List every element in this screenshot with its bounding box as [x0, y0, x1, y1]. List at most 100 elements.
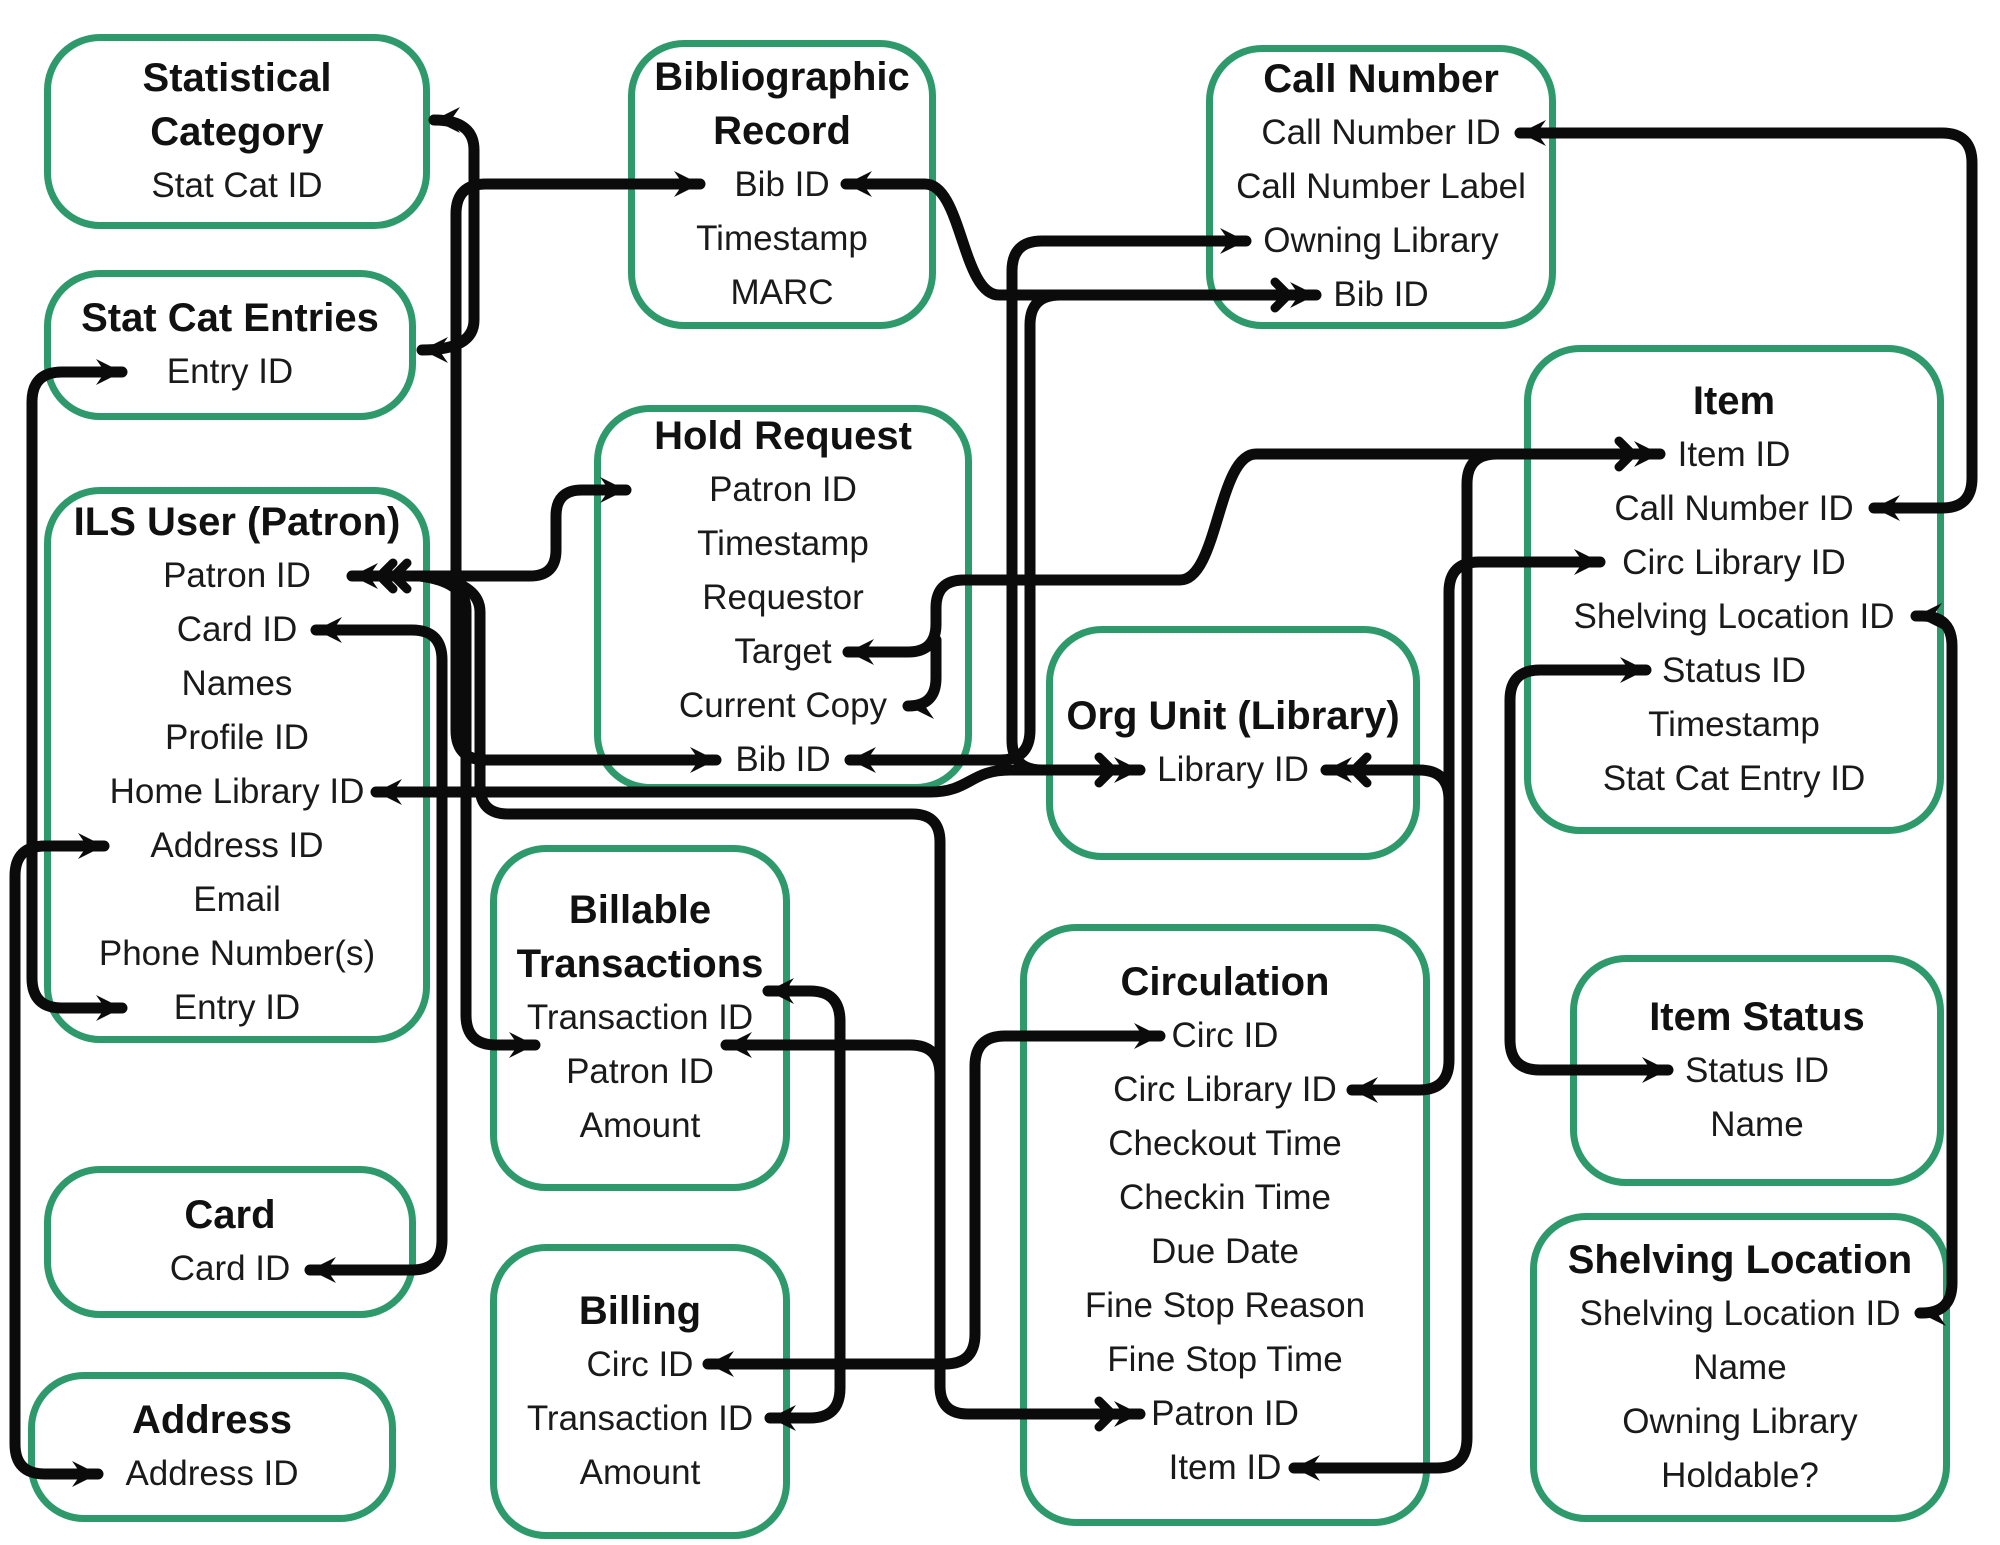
field-label: Status ID: [1662, 650, 1806, 690]
entity-fields: Circ ID Transaction ID Amount: [527, 1338, 753, 1500]
entity-shelving-location: Shelving Location Shelving Location ID Na…: [1530, 1213, 1950, 1522]
entity-title: Hold Request: [654, 414, 912, 458]
entity-title: Card: [184, 1193, 276, 1237]
entity-title: Org Unit (Library): [1066, 694, 1400, 738]
field-label: Home Library ID: [109, 772, 365, 811]
field-label: Checkin Time: [1118, 1178, 1331, 1217]
entity-title: ILS User (Patron): [73, 500, 401, 544]
entity-title: Statistical Category: [142, 55, 332, 154]
field-label: Item ID: [1168, 1448, 1282, 1487]
field-label: Transaction ID: [526, 1398, 754, 1438]
entity-title: Billing: [578, 1288, 702, 1333]
field-label: Current Copy: [678, 686, 888, 725]
field-label: Patron ID: [1151, 1394, 1299, 1433]
field-label: Phone Number(s): [98, 934, 376, 973]
entity-fields: Card ID: [170, 1242, 291, 1296]
field-label: Call Number ID: [1261, 113, 1501, 152]
entity-billing: Billing Circ ID Transaction ID Amount: [490, 1244, 790, 1539]
field-label: Fine Stop Reason: [1084, 1286, 1366, 1325]
field-label: Due Date: [1151, 1232, 1299, 1271]
field-label: Bib ID: [1333, 275, 1429, 314]
field-label: Shelving Location ID: [1579, 1293, 1901, 1333]
field-label: Patron ID: [163, 556, 311, 595]
field-label: Patron ID: [566, 1052, 714, 1091]
entity-title: Stat Cat Entries: [81, 296, 379, 340]
entity-title: Circulation: [1120, 960, 1330, 1004]
field-label: Fine Stop Time: [1107, 1340, 1343, 1379]
field-label: Entry ID: [173, 988, 301, 1027]
field-label: Address ID: [125, 1454, 299, 1493]
entity-title: Call Number: [1263, 57, 1499, 101]
field-label: Circ Library ID: [1622, 542, 1846, 582]
entity-fields: Entry ID: [167, 345, 293, 399]
field-label: Stat Cat ID: [151, 165, 323, 205]
field-label: Library ID: [1157, 750, 1309, 789]
field-label: Stat Cat Entry ID: [1602, 758, 1866, 798]
field-label: Amount: [579, 1452, 701, 1492]
field-label: Call Number ID: [1614, 488, 1854, 528]
entity-item-status: Item Status Status ID Name: [1570, 955, 1944, 1186]
field-label: Entry ID: [166, 352, 294, 391]
entity-fields: Item ID Call Number ID Circ Library ID Shel…: [1573, 428, 1894, 806]
field-label: Circ ID: [586, 1344, 694, 1384]
field-label: Requestor: [702, 578, 864, 617]
entity-fields: Library ID: [1157, 743, 1309, 797]
entity-title: Shelving Location: [1567, 1237, 1913, 1282]
field-label: Circ ID: [1171, 1016, 1279, 1055]
field-label: Name: [1710, 1104, 1804, 1144]
field-label: Item ID: [1677, 434, 1791, 474]
entity-title: Address: [131, 1398, 293, 1442]
entity-card: Card Card ID: [44, 1166, 416, 1318]
field-label: Timestamp: [697, 524, 869, 563]
entity-statistical-category: Statistical Category Stat Cat ID: [44, 34, 430, 229]
entity-item: Item Item ID Call Number ID Circ Library I…: [1524, 345, 1944, 834]
field-label: Checkout Time: [1108, 1124, 1342, 1163]
entity-org-unit: Org Unit (Library) Library ID: [1046, 626, 1420, 860]
field-label: Circ Library ID: [1113, 1070, 1337, 1109]
field-label: Profile ID: [165, 718, 309, 757]
field-label: Bib ID: [734, 164, 830, 204]
field-label: Bib ID: [735, 740, 831, 779]
field-label: Call Number Label: [1236, 167, 1526, 206]
entity-call-number: Call Number Call Number ID Call Number La…: [1206, 45, 1556, 329]
entity-fields: Stat Cat ID: [151, 159, 322, 213]
entity-fields: Status ID Name: [1685, 1044, 1829, 1152]
field-label: Target: [734, 632, 832, 671]
entity-stat-cat-entries: Stat Cat Entries Entry ID: [44, 270, 416, 420]
entity-title: Item: [1692, 378, 1776, 423]
field-label: Owning Library: [1263, 221, 1499, 260]
entity-title: Bibliographic Record: [654, 54, 910, 153]
entity-billable-transactions: Billable Transactions Transaction ID Patr…: [490, 845, 790, 1191]
field-label: Email: [193, 880, 281, 919]
field-label: Amount: [579, 1106, 701, 1145]
field-label: Status ID: [1685, 1050, 1829, 1090]
field-label: Name: [1693, 1347, 1787, 1387]
field-label: Card ID: [169, 1249, 291, 1288]
entity-address: Address Address ID: [28, 1372, 396, 1522]
field-label: Timestamp: [696, 218, 868, 258]
entity-fields: Address ID: [125, 1447, 298, 1501]
entity-fields: Transaction ID Patron ID Amount: [527, 991, 753, 1153]
field-label: Transaction ID: [526, 998, 754, 1037]
field-label: Card ID: [176, 610, 298, 649]
field-label: Names: [181, 664, 293, 703]
field-label: Holdable?: [1661, 1455, 1819, 1495]
field-label: Owning Library: [1622, 1401, 1858, 1441]
entity-title: Billable Transactions: [516, 888, 764, 986]
field-label: MARC: [730, 272, 834, 312]
field-label: Patron ID: [709, 470, 857, 509]
field-label: Shelving Location ID: [1573, 596, 1895, 636]
entity-circulation: Circulation Circ ID Circ Library ID Checko…: [1020, 924, 1430, 1526]
entity-title: Item Status: [1649, 994, 1865, 1039]
field-label: Address ID: [150, 826, 324, 865]
